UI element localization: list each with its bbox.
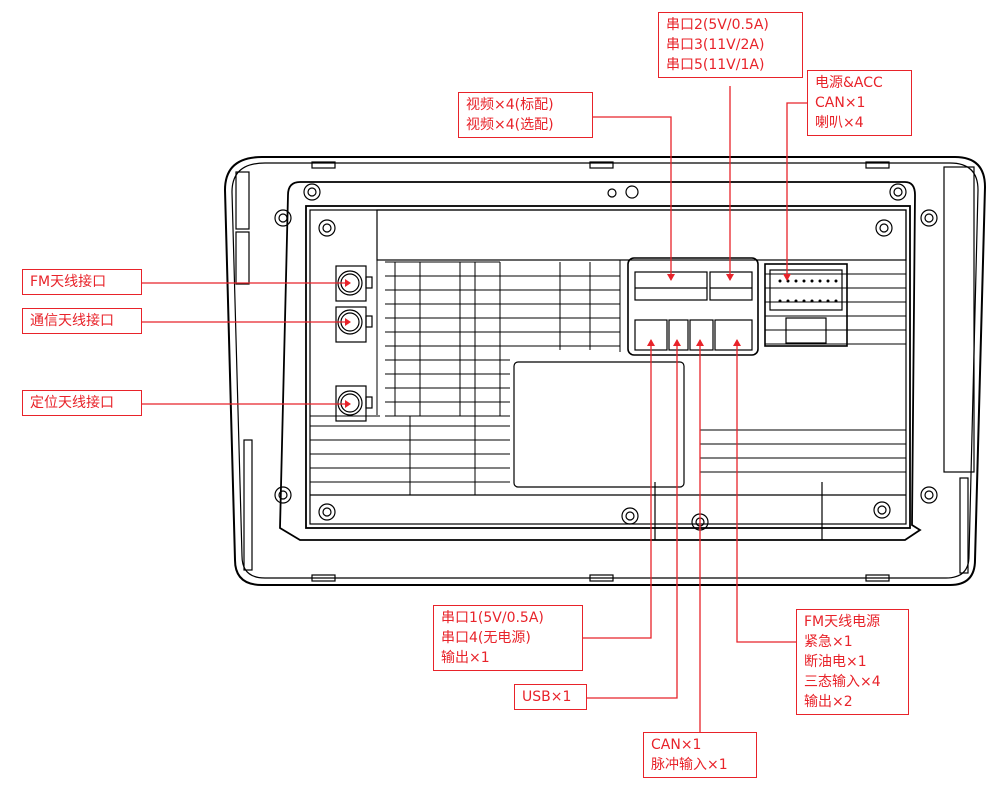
- label-plate: [513, 361, 685, 488]
- label-comm-antenna: 通信天线接口: [22, 308, 142, 334]
- inner-frame: [279, 181, 922, 541]
- side-slot: [959, 477, 969, 574]
- arrowheads: [345, 274, 791, 408]
- side-slot: [235, 231, 250, 285]
- leader-lines: [142, 86, 807, 732]
- label-serial-out: 串口1(5V/0.5A) 串口4(无电源) 输出×1: [433, 605, 583, 671]
- clip: [865, 574, 890, 582]
- power-connector: [764, 263, 848, 347]
- label-fm-io: FM天线电源 紧急×1 断油电×1 三态输入×4 输出×2: [796, 609, 909, 715]
- label-fm-antenna: FM天线接口: [22, 269, 142, 295]
- io-connector: [714, 319, 753, 351]
- mounting-holes: [274, 183, 938, 531]
- clip: [311, 161, 336, 169]
- side-slot: [235, 171, 250, 230]
- panel: [305, 205, 911, 529]
- side-slot: [943, 166, 975, 473]
- comm-antenna-connector: [335, 306, 373, 343]
- heatsink-fins: [376, 260, 621, 417]
- usb-connector: [668, 319, 689, 351]
- panel-inner: [309, 209, 907, 525]
- label-video: 视频×4(标配) 视频×4(选配): [458, 92, 593, 138]
- serial-connector-top: [709, 271, 753, 301]
- clip: [589, 574, 614, 582]
- upper-block: [376, 209, 907, 261]
- pins: [778, 279, 838, 303]
- clip: [311, 574, 336, 582]
- connector-housing: [627, 257, 759, 356]
- can-connector: [689, 319, 714, 351]
- label-power-acc: 电源&ACC CAN×1 喇叭×4: [807, 70, 912, 136]
- label-gps-antenna: 定位天线接口: [22, 390, 142, 416]
- label-can-pulse: CAN×1 脉冲输入×1: [643, 732, 757, 778]
- outer-bezel: [223, 156, 987, 586]
- clip: [589, 161, 614, 169]
- label-serial-top: 串口2(5V/0.5A) 串口3(11V/2A) 串口5(11V/1A): [658, 12, 803, 78]
- heatsink-fins-lower: [310, 259, 906, 495]
- label-usb: USB×1: [514, 684, 587, 710]
- gps-antenna-connector: [335, 385, 373, 422]
- clip: [865, 161, 890, 169]
- side-slot: [243, 439, 253, 571]
- outer-bezel-inner: [231, 162, 979, 579]
